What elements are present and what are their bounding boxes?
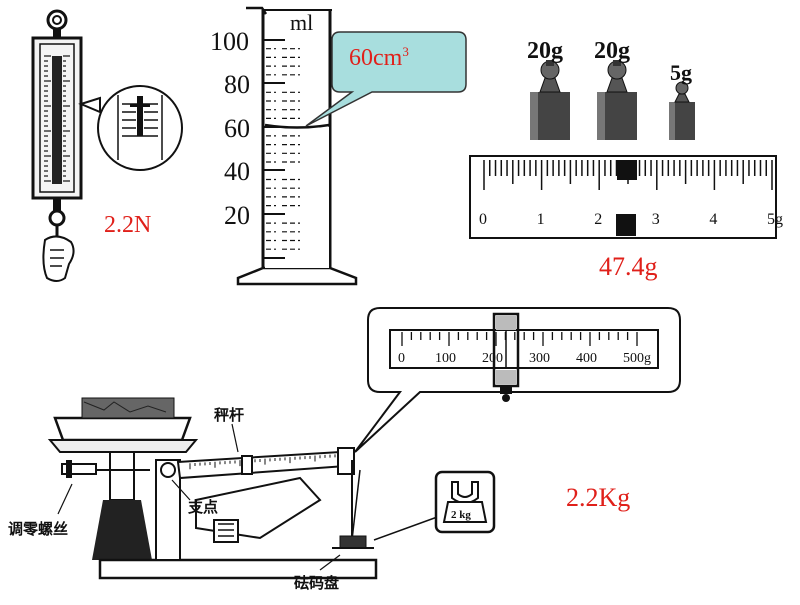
rider-ruler-label: 1 (537, 211, 545, 228)
cylinder-tick-60: 60 (224, 114, 250, 143)
spring-scale-reading: 2.2N (104, 212, 151, 238)
label-zero-screw: 调零螺丝 (8, 520, 68, 538)
steelyard-zoom-label: 0 (398, 351, 405, 366)
cylinder-volume-text: 60cm3 (349, 44, 409, 72)
rider-ruler: 0 1 2 3 4 5g (469, 155, 783, 239)
label-fulcrum: 支点 (187, 498, 218, 516)
cylinder-volume-callout (305, 31, 467, 127)
rider-ruler-label: 2 (594, 211, 602, 228)
weight-label-1: 20g (527, 38, 563, 64)
cylinder-volume-value: 60cm (349, 45, 403, 71)
balance-reading: 47.4g (599, 252, 658, 281)
graduated-cylinder: ml 100 80 60 40 20 (210, 6, 358, 286)
spring-scale (31, 9, 183, 282)
rider-ruler-label: 0 (479, 211, 487, 228)
weight-label-3: 5g (670, 60, 692, 85)
steelyard-zoom-label: 500 (623, 351, 644, 366)
cylinder-tick-80: 80 (224, 70, 250, 99)
label-beam: 秤杆 (214, 406, 244, 424)
steelyard-zoom-label: 200 (482, 351, 503, 366)
steelyard-reading: 2.2Kg (566, 483, 630, 512)
steelyard-scale: 2 kg 秤杆 支点 调零螺丝 砝码盘 (8, 397, 496, 592)
rider-ruler-label: 5g (767, 211, 783, 228)
steelyard-zoom-label: g (644, 351, 651, 366)
cylinder-tick-20: 20 (224, 201, 250, 230)
rider-ruler-label: 3 (652, 211, 660, 228)
steelyard-zoom-label: 100 (435, 351, 456, 366)
weight-label-2: 20g (594, 38, 630, 64)
weight-tag-label: 2 kg (451, 509, 471, 521)
label-weight-pan: 砝码盘 (294, 574, 339, 592)
balance-weights: 20g 20g 5g (527, 38, 695, 140)
steelyard-zoom-label: 400 (576, 351, 597, 366)
cylinder-volume-exponent: 3 (402, 44, 409, 59)
rider-ruler-label: 4 (709, 211, 717, 228)
weight-20g-a (530, 60, 570, 140)
cylinder-unit: ml (290, 10, 313, 35)
weight-20g-b (597, 60, 637, 140)
weight-5g (669, 81, 695, 140)
cylinder-tick-40: 40 (224, 157, 250, 186)
cylinder-tick-100: 100 (210, 27, 249, 56)
steelyard-zoom-label: 300 (529, 351, 550, 366)
